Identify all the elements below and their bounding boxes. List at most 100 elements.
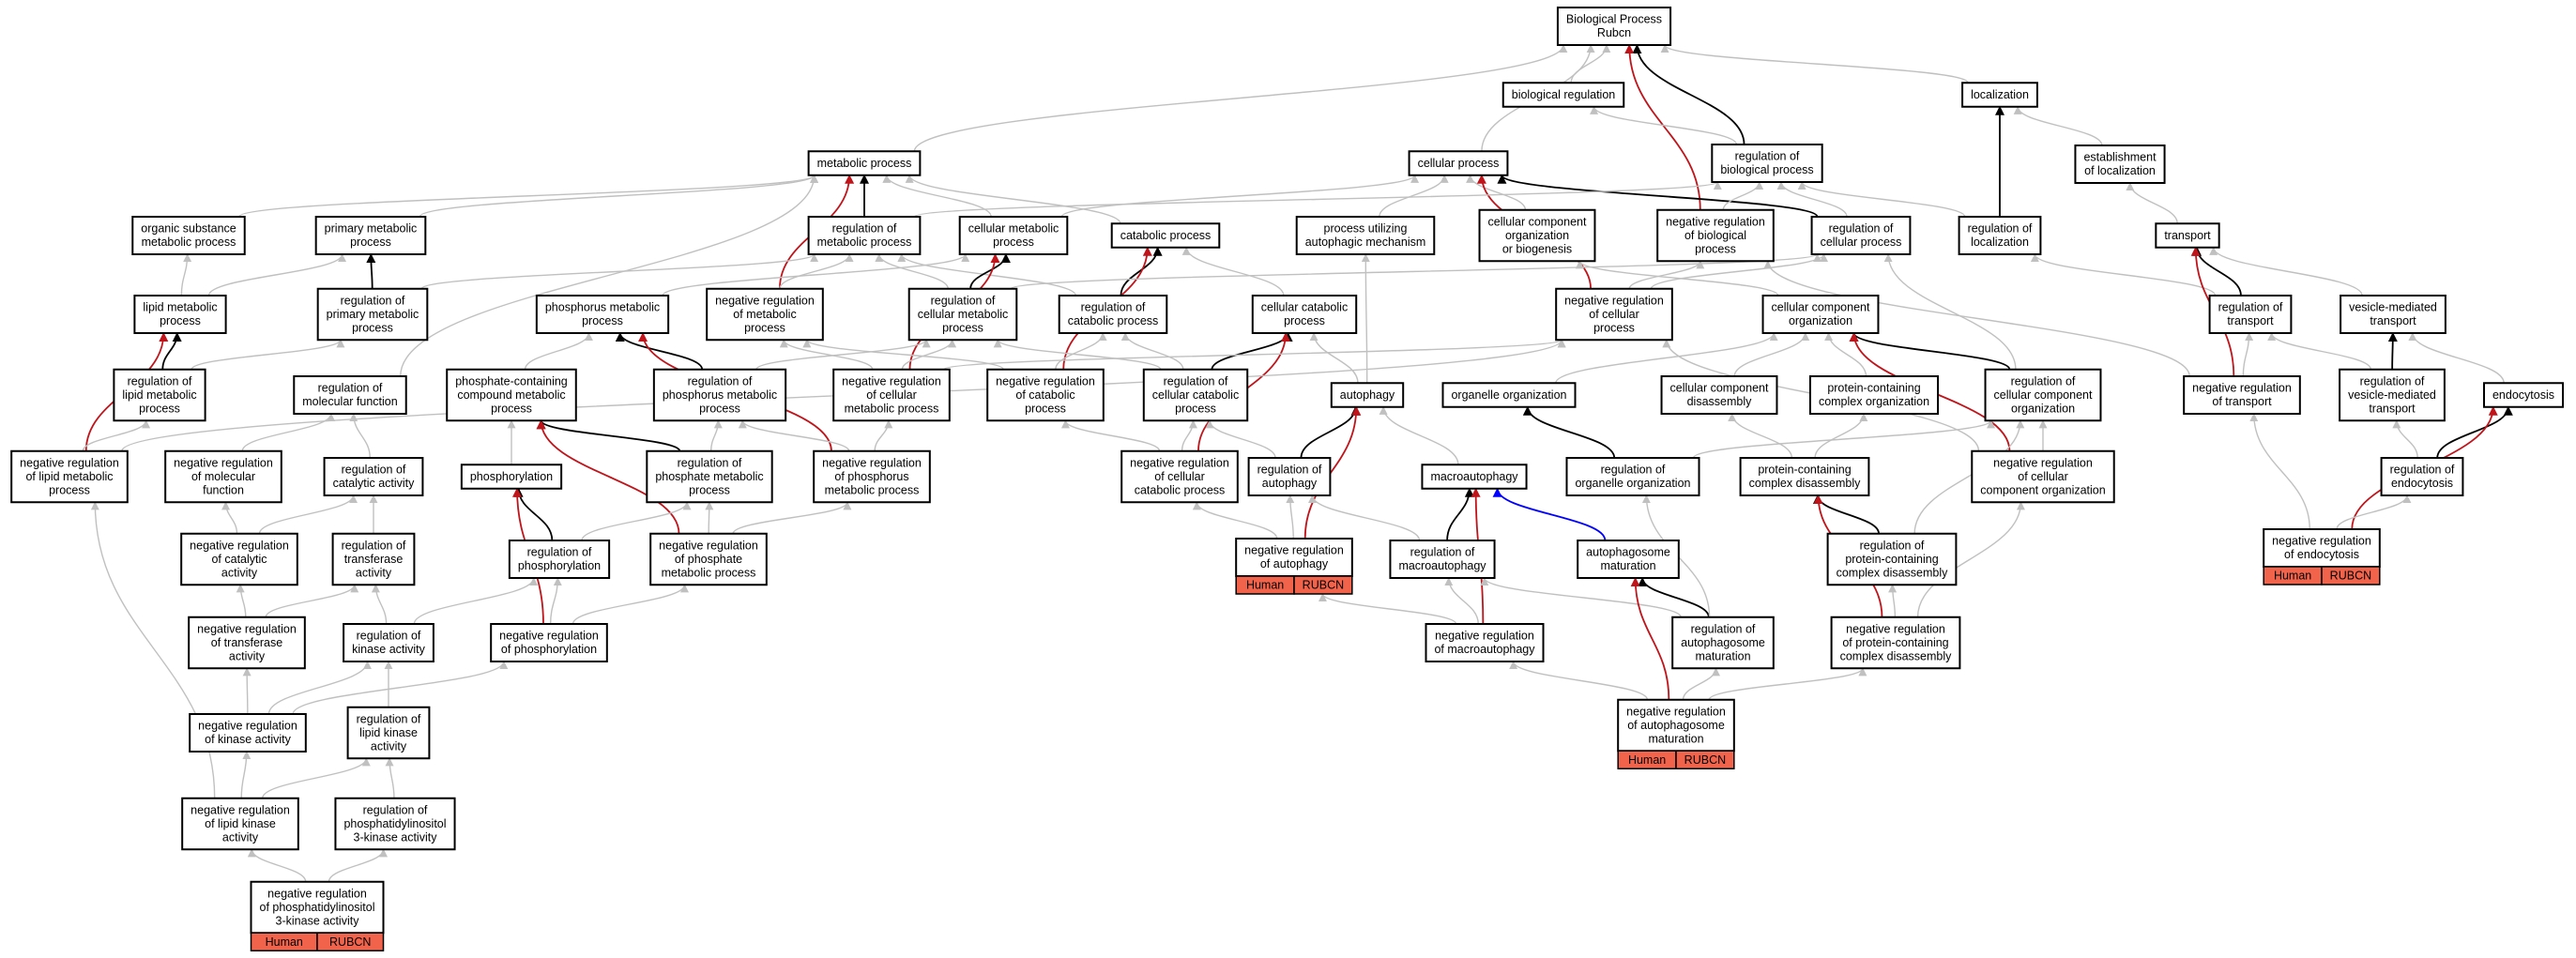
term-box: [1565, 457, 1700, 496]
term-box: [133, 295, 227, 334]
edge-is-a: [905, 174, 1121, 224]
term-box: [1556, 7, 1672, 46]
term-box: [346, 706, 431, 760]
edge-is-a: [1192, 501, 1278, 540]
edge-is-a: [241, 413, 336, 451]
edge-negatively-regulates: [1624, 44, 1701, 210]
term-label-line: cellular component: [1670, 382, 1769, 395]
term-label-line: regulation of: [931, 294, 996, 307]
term-label-line: transport: [2369, 402, 2416, 415]
term-label-line: of lipid kinase: [205, 817, 276, 830]
term-box: [706, 287, 824, 342]
edge-is-a: [549, 577, 562, 625]
term-label-line: autophagosome: [1586, 546, 1670, 559]
annotation-tag-label: Human: [266, 935, 303, 949]
edge-part-of: [969, 253, 1011, 289]
term-label-line: Rubcn: [1597, 26, 1631, 39]
term-label-line: organic substance: [141, 222, 236, 236]
term-label-line: vesicle-mediated: [2348, 388, 2436, 402]
term-box: [2183, 375, 2301, 415]
term-label-line: of catabolic: [1015, 388, 1075, 402]
term-label-line: of kinase activity: [205, 733, 291, 746]
term-label-line: compound metabolic: [457, 388, 565, 402]
term-label-line: negative regulation: [20, 456, 119, 469]
term-label-line: metabolic process: [845, 402, 939, 415]
term-label-line: phosphorus metabolic: [663, 388, 777, 402]
term-label-line: regulation of: [342, 539, 406, 552]
term-box: [1247, 457, 1332, 496]
term-box: [323, 457, 424, 496]
edge-part-of: [1497, 174, 1819, 218]
term-label-line: of autophagosome: [1627, 719, 1725, 732]
term-label-line: activity: [356, 566, 392, 579]
term-label-line: process: [350, 236, 391, 249]
term-label-line: negative regulation: [499, 630, 599, 643]
term-box: [2074, 144, 2166, 184]
edge-is-a: [1181, 246, 1285, 297]
term-label-line: transport: [2164, 229, 2211, 242]
term-label-line: regulation of: [1081, 301, 1146, 314]
term-label-line: metabolic process: [817, 236, 912, 249]
edge-is-a: [1628, 260, 1705, 290]
term-label-line: complex disassembly: [1837, 566, 1949, 579]
term-label-line: of endocytosis: [2284, 548, 2359, 561]
term-box: [1830, 616, 1961, 670]
annotation-tag-label: RUBCN: [1684, 753, 1726, 767]
edge-is-a: [1205, 419, 1276, 459]
edge-is-a: [2030, 253, 2217, 297]
term-box: [1555, 287, 1673, 342]
edge-is-a: [2209, 246, 2363, 297]
term-label-line: of phosphatidylinositol: [260, 901, 375, 914]
edge-is-a: [779, 253, 854, 289]
edge-is-a: [419, 174, 818, 218]
term-label-line: regulation of: [357, 712, 421, 725]
term-box: [646, 449, 773, 504]
term-label-line: catabolic process: [1135, 483, 1226, 496]
edge-is-a: [221, 501, 238, 534]
term-label-line: of phosphorus: [834, 470, 908, 483]
term-label-line: regulation of: [357, 630, 421, 643]
term-box: [1478, 208, 1596, 263]
edge-is-a: [1722, 181, 1764, 210]
go-term-endocytosis: endocytosis: [2482, 382, 2565, 408]
term-label-line: of cellular: [1589, 308, 1639, 321]
edge-is-a: [1466, 174, 1527, 210]
go-term-metabolic-process: metabolic process: [807, 150, 922, 176]
edge-is-a: [242, 667, 252, 715]
edge-is-a: [2267, 332, 2372, 371]
annotation-tag-label: Human: [1246, 579, 1284, 592]
term-label-line: negative regulation: [1846, 622, 1945, 635]
term-label-line: negative regulation: [1244, 544, 1344, 557]
term-box: [1810, 216, 1912, 255]
term-label-line: negative regulation: [1435, 630, 1534, 643]
term-box: [1408, 150, 1509, 176]
term-label-line: protein-containing: [1827, 382, 1920, 395]
term-label-line: vesicle-mediated: [2349, 301, 2437, 314]
edge-is-a: [581, 501, 692, 541]
go-term-reg-pi3k-activity: regulation ofphosphatidylinositol3-kinas…: [334, 797, 456, 851]
term-label-line: cellular process: [1821, 236, 1902, 249]
edge-is-a: [755, 339, 931, 371]
edge-is-a: [779, 339, 874, 371]
term-label-line: transport: [2227, 314, 2274, 327]
edge-is-a: [2408, 332, 2505, 384]
go-term-organelle-organization: organelle organization: [1441, 382, 1577, 408]
term-box: [490, 623, 608, 662]
edge-is-a: [265, 584, 359, 618]
edge-is-a: [1682, 667, 1720, 700]
